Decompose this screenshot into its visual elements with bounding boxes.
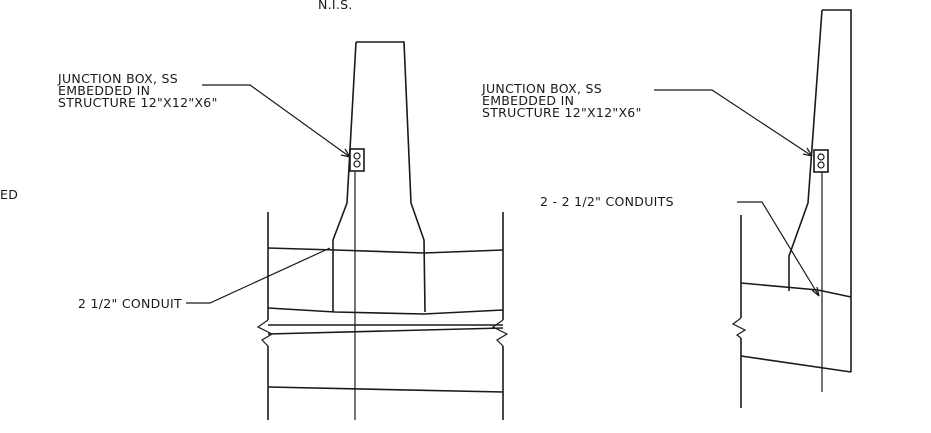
right-conduit-label: 2 - 2 1/2" CONDUITS xyxy=(540,194,674,209)
left-jb-leader-arrow xyxy=(340,148,351,158)
right-barrier-outline xyxy=(788,9,852,372)
right-jb-leader-arrow xyxy=(802,147,813,157)
right-jb-label-line-1: JUNCTION BOX, SS xyxy=(481,81,602,96)
right-break-symbol xyxy=(731,317,747,339)
left-clipped-text: ED xyxy=(0,187,18,202)
left-detail: JUNCTION BOX, SS EMBEDDED IN STRUCTURE 1… xyxy=(57,41,509,420)
left-deck-top-line xyxy=(267,247,504,254)
scale-note: N.I.S. xyxy=(318,0,353,12)
left-conduit-label: 2 1/2" CONDUIT xyxy=(78,296,182,311)
right-jb-leader xyxy=(654,89,813,157)
right-conduit-leader-arrow xyxy=(811,286,820,297)
right-jb-label-line-2: EMBEDDED IN xyxy=(482,93,574,108)
right-conduit-leader xyxy=(737,201,820,297)
right-deck-line-2 xyxy=(740,355,852,373)
left-deck-bottom-line xyxy=(267,307,504,315)
right-junction-box xyxy=(813,149,829,173)
left-slab-line-2 xyxy=(267,327,504,335)
left-junction-box xyxy=(349,148,365,172)
left-jb-label-line-2: EMBEDDED IN xyxy=(58,83,150,98)
left-slab-line-3 xyxy=(267,386,504,393)
left-jb-label-line-1: JUNCTION BOX, SS xyxy=(57,71,178,86)
right-detail: JUNCTION BOX, SS EMBEDDED IN STRUCTURE 1… xyxy=(481,9,852,408)
left-junction-box-knockout-bottom xyxy=(353,160,361,168)
left-break-symbol-right xyxy=(491,319,509,347)
right-junction-box-knockout-top xyxy=(817,153,825,161)
right-junction-box-knockout-bottom xyxy=(817,161,825,169)
left-conduit-leader xyxy=(186,247,331,304)
right-deck-line-1 xyxy=(740,282,852,298)
right-jb-label-line-3: STRUCTURE 12"X12"X6" xyxy=(482,105,642,120)
left-break-symbol-left xyxy=(256,319,274,347)
left-barrier-outline xyxy=(332,41,426,313)
left-jb-label-line-3: STRUCTURE 12"X12"X6" xyxy=(58,95,218,110)
left-jb-leader xyxy=(202,84,351,158)
left-junction-box-knockout-top xyxy=(353,152,361,160)
